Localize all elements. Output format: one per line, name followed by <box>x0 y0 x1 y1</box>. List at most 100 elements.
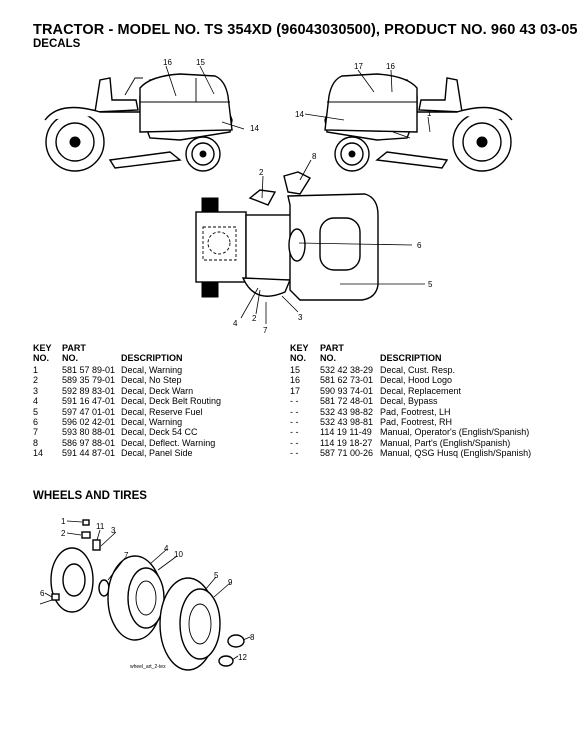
table-row: 2 589 35 79-01 Decal, No Step <box>33 375 263 385</box>
callout-6-top: 6 <box>417 241 422 250</box>
callout-14-left: 14 <box>250 124 259 133</box>
table-row: - - 587 71 00-26 Manual, QSG Husq (English… <box>290 448 540 458</box>
callout-1-right: 1 <box>427 109 432 118</box>
part-number-cell: 581 72 48-01 <box>320 396 374 407</box>
page-subtitle: DECALS <box>33 38 81 50</box>
table-row: - - 532 43 98-81 Pad, Footrest, RH <box>290 417 540 427</box>
section-title-wheels: WHEELS AND TIRES <box>33 490 147 502</box>
tractor-left-side-view <box>44 73 233 172</box>
description-cell: Manual, QSG Husq (English/Spanish) <box>380 448 532 459</box>
description-cell: Decal, Hood Logo <box>380 375 453 386</box>
key-cell: 8 <box>33 437 39 448</box>
page-title: TRACTOR - MODEL NO. TS 354XD (9604303050… <box>33 22 578 38</box>
callout-6-wheels: 6 <box>40 589 45 598</box>
key-cell: - - <box>290 437 299 448</box>
key-cell: 15 <box>290 365 301 375</box>
callout-2b-top: 2 <box>252 314 257 323</box>
part-number-cell: 581 62 73-01 <box>320 375 374 386</box>
callout-8-wheels: 8 <box>250 633 255 642</box>
part-number-cell: 596 02 42-01 <box>62 416 116 427</box>
part-number-cell: 591 44 87-01 <box>62 448 116 459</box>
table-header: KEY NO. PART NO. DESCRIPTION <box>33 343 263 365</box>
description-cell: Pad, Footrest, RH <box>380 416 453 427</box>
description-cell: Decal, Bypass <box>380 396 438 407</box>
description-cell: Manual, Part's (English/Spanish) <box>380 437 511 448</box>
callout-16-right: 16 <box>386 62 395 71</box>
part-number-cell: 532 43 98-81 <box>320 416 374 427</box>
callout-11-wheels: 11 <box>96 522 105 531</box>
callout-3-top: 3 <box>298 313 303 322</box>
key-cell: - - <box>290 448 299 459</box>
callout-8-top: 8 <box>312 152 317 161</box>
part-number-cell: 587 71 00-26 <box>320 448 374 459</box>
part-number-cell: 590 93 74-01 <box>320 385 374 396</box>
callout-15-left: 15 <box>196 58 205 67</box>
part-number-cell: 589 35 79-01 <box>62 375 116 386</box>
description-cell: Decal, No Step <box>121 375 182 386</box>
callout-2-wheels: 2 <box>61 529 66 538</box>
header-key-bottom: NO. <box>33 353 50 363</box>
part-number-cell: 586 97 88-01 <box>62 437 116 448</box>
callout-12-wheels: 12 <box>238 653 247 662</box>
key-cell: 4 <box>33 396 39 407</box>
part-number-cell: 597 47 01-01 <box>62 406 116 417</box>
table-row: 3 592 89 83-01 Decal, Deck Warn <box>33 386 263 396</box>
part-number-cell: 591 16 47-01 <box>62 396 116 407</box>
table-header: KEY NO. PART NO. DESCRIPTION <box>290 343 540 365</box>
description-cell: Decal, Deck Warn <box>121 385 194 396</box>
wheels-tires-diagram <box>39 519 245 671</box>
key-cell: - - <box>290 427 299 438</box>
callout-2-top: 2 <box>259 168 264 177</box>
key-cell: - - <box>290 416 299 427</box>
key-cell: 3 <box>33 385 39 396</box>
table-row: - - 114 19 11-49 Manual, Operator's (Engli… <box>290 427 540 437</box>
table-row: 5 597 47 01-01 Decal, Reserve Fuel <box>33 407 263 417</box>
description-cell: Decal, Deck 54 CC <box>121 427 198 438</box>
part-number-cell: 114 19 11-49 <box>320 427 372 438</box>
callout-1-wheels: 1 <box>61 517 66 526</box>
header-key-top: KEY <box>290 343 309 353</box>
key-cell: 5 <box>33 406 39 417</box>
key-cell: 16 <box>290 375 301 386</box>
key-cell: - - <box>290 396 299 407</box>
key-cell: - - <box>290 406 299 417</box>
callout-14-right: 14 <box>295 110 304 119</box>
table-row: 16 581 62 73-01 Decal, Hood Logo <box>290 375 540 385</box>
description-cell: Decal, Cust. Resp. <box>380 365 456 375</box>
description-cell: Decal, Reserve Fuel <box>121 406 203 417</box>
description-cell: Manual, Operator's (English/Spanish) <box>380 427 530 438</box>
header-part-top: PART <box>320 343 344 353</box>
key-cell: 6 <box>33 416 39 427</box>
table-row: 15 532 42 38-29 Decal, Cust. Resp. <box>290 365 540 375</box>
part-number-cell: 592 89 83-01 <box>62 385 116 396</box>
callout-17-right: 17 <box>354 62 363 71</box>
header-description: DESCRIPTION <box>380 353 442 363</box>
table-row: - - 532 43 98-82 Pad, Footrest, LH <box>290 407 540 417</box>
callout-16-left: 16 <box>163 58 172 67</box>
header-key-bottom: NO. <box>290 353 307 363</box>
description-cell: Pad, Footrest, LH <box>380 406 451 417</box>
key-cell: 2 <box>33 375 39 386</box>
key-cell: 14 <box>33 448 44 459</box>
art-caption: wheel_art_2-tex <box>130 664 166 670</box>
callout-5-wheels: 5 <box>214 571 219 580</box>
key-cell: 7 <box>33 427 39 438</box>
header-part-bottom: NO. <box>320 353 337 363</box>
part-number-cell: 532 42 38-29 <box>320 365 374 375</box>
callout-4-wheels: 4 <box>164 544 169 553</box>
callout-9-wheels: 9 <box>228 578 233 587</box>
part-number-cell: 114 19 18-27 <box>320 437 373 448</box>
header-description: DESCRIPTION <box>121 353 183 363</box>
header-key-top: KEY <box>33 343 52 353</box>
description-cell: Decal, Panel Side <box>121 448 193 459</box>
description-cell: Decal, Deflect. Warning <box>121 437 216 448</box>
tractor-right-side-view <box>324 73 513 172</box>
part-number-cell: 532 43 98-82 <box>320 406 374 417</box>
callout-10-wheels: 10 <box>174 550 183 559</box>
